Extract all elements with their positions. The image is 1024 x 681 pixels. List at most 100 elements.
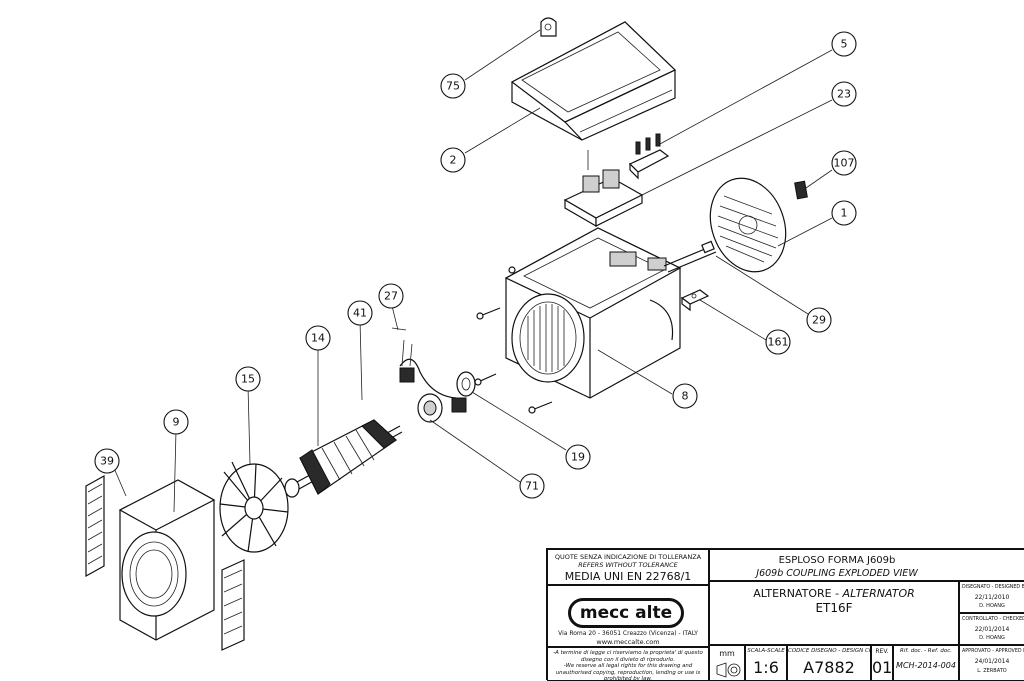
svg-text:23: 23 <box>837 88 851 101</box>
tolerance-cell: QUOTE SENZA INDICAZIONE DI TOLLERANZA RE… <box>547 549 709 585</box>
drawing-title-en: J609b COUPLING EXPLODED VIEW <box>756 568 918 579</box>
balloon-41: 41 <box>347 300 373 326</box>
svg-text:75: 75 <box>446 80 460 93</box>
checked-date: 22/01/2014 <box>974 626 1010 633</box>
checked-by: D. HOANG <box>979 635 1005 641</box>
part-name-cell: ALTERNATORE - ALTERNATOR ET16F <box>709 581 959 645</box>
balloon-2: 2 <box>440 147 466 173</box>
terminal-board <box>628 133 670 180</box>
stator-housing <box>504 227 682 399</box>
svg-text:29: 29 <box>812 314 826 327</box>
designed-cell: DISEGNATO - DESIGNED BY 22/11/2010 D. HO… <box>959 581 1024 613</box>
tie-rod-bolts <box>663 240 717 273</box>
code-cell: CODICE DISEGNO - DESIGN CODE A7882 <box>787 645 871 681</box>
balloon-23: 23 <box>831 81 857 107</box>
balloon-19: 19 <box>565 444 591 470</box>
balloon-5: 5 <box>831 31 857 57</box>
ref-value: MCH-2014-004 <box>896 661 956 670</box>
balloon-14: 14 <box>305 325 331 351</box>
balloon-71: 71 <box>519 473 545 499</box>
designed-date: 22/11/2010 <box>974 594 1010 601</box>
ref-cell: Rif. doc. - Ref. doc. MCH-2014-004 <box>893 645 959 681</box>
svg-text:2: 2 <box>450 154 457 167</box>
balloon-29: 29 <box>806 307 832 333</box>
approved-date: 24/01/2014 <box>974 658 1010 665</box>
grille-clip <box>794 180 808 200</box>
balloon-15: 15 <box>235 366 261 392</box>
balloon-75: 75 <box>440 73 466 99</box>
svg-text:8: 8 <box>682 390 689 403</box>
checked-cell: CONTROLLATO - CHECKED BY 22/01/2014 D. H… <box>959 613 1024 645</box>
designed-label: DISEGNATO - DESIGNED BY <box>962 585 1024 590</box>
tolerance-note-it: QUOTE SENZA INDICAZIONE DI TOLLERANZA <box>554 553 702 561</box>
balloon-39: 39 <box>94 448 120 474</box>
copyright-en: -We reserve all legal rights for this dr… <box>555 663 701 681</box>
part-name-en: ALTERNATOR <box>842 587 915 600</box>
balloon-9: 9 <box>163 409 189 435</box>
checked-label: CONTROLLATO - CHECKED BY <box>962 617 1024 622</box>
svg-text:19: 19 <box>571 451 585 464</box>
projection-symbol-icon <box>716 662 741 678</box>
svg-text:107: 107 <box>834 157 855 170</box>
svg-text:14: 14 <box>311 332 325 345</box>
unit: mm <box>719 649 735 658</box>
balloon-161: 161 <box>765 329 791 355</box>
model-name: ET16F <box>815 601 853 615</box>
copyright-cell: -A termine di legge ci riserviamo la pro… <box>547 647 709 681</box>
rotor <box>284 419 403 498</box>
approved-label: APPROVATO - APPROVED BY <box>962 649 1024 654</box>
svg-text:41: 41 <box>353 307 367 320</box>
company-address: Via Roma 20 - 36051 Creazzo (Vicenza) - … <box>558 630 698 637</box>
svg-text:27: 27 <box>384 290 398 303</box>
scale-value: 1:6 <box>753 658 779 677</box>
side-grille-left <box>85 474 105 578</box>
cover-tab <box>540 17 557 37</box>
front-flange <box>118 479 216 641</box>
svg-text:71: 71 <box>525 480 539 493</box>
bracket-161 <box>680 289 710 312</box>
part-name-it: ALTERNATORE <box>753 587 832 600</box>
rev-label: REV. <box>875 648 889 655</box>
svg-text:9: 9 <box>173 416 180 429</box>
company-logo: mecc alte <box>568 598 684 628</box>
leader-lines <box>113 29 833 513</box>
tolerance-standard: MEDIA UNI EN 22768/1 <box>564 570 692 583</box>
balloon-1: 1 <box>831 200 857 226</box>
rear-grille <box>709 177 787 273</box>
balloon-27: 27 <box>378 283 404 309</box>
svg-text:39: 39 <box>100 455 114 468</box>
rev-value: 01 <box>872 658 893 677</box>
tolerance-note-en: REFERS WITHOUT TOLERANCE <box>578 561 678 569</box>
approved-cell: APPROVATO - APPROVED BY 24/01/2014 L. ZE… <box>959 645 1024 681</box>
code-value: A7882 <box>803 658 855 677</box>
part-name-separator: - <box>831 587 843 600</box>
bearing <box>456 371 476 397</box>
code-label: CODICE DISEGNO - DESIGN CODE <box>788 648 870 654</box>
drawing-title-cell: ESPLOSO FORMA J609b J609b COUPLING EXPLO… <box>709 549 1024 581</box>
scale-label: SCALA-SCALE <box>747 648 785 654</box>
fan <box>219 461 289 553</box>
part-name: ALTERNATORE - ALTERNATOR <box>710 587 958 600</box>
company-website: www.meccalte.com <box>596 638 660 646</box>
svg-text:161: 161 <box>768 336 789 349</box>
rev-cell: REV. 01 <box>871 645 893 681</box>
unit-cell: mm <box>709 645 745 681</box>
regulator-board <box>563 150 644 228</box>
logo-cell: mecc alte Via Roma 20 - 36051 Creazzo (V… <box>547 585 709 647</box>
balloon-8: 8 <box>672 383 698 409</box>
designed-by: D. HOANG <box>979 603 1005 609</box>
terminal-box-cover <box>510 21 677 141</box>
title-block: QUOTE SENZA INDICAZIONE DI TOLLERANZA RE… <box>546 548 1024 681</box>
ref-label: Rif. doc. - Ref. doc. <box>900 648 952 654</box>
housing-screws <box>474 266 553 414</box>
svg-text:1: 1 <box>841 207 848 220</box>
scale-cell: SCALA-SCALE 1:6 <box>745 645 787 681</box>
drawing-title-it: ESPLOSO FORMA J609b <box>778 555 896 566</box>
svg-text:5: 5 <box>841 38 848 51</box>
svg-text:15: 15 <box>241 373 255 386</box>
exciter-stator <box>417 393 467 423</box>
wiring-harness <box>391 327 457 399</box>
balloon-107: 107 <box>831 150 857 176</box>
logo-text: mecc alte <box>579 603 673 623</box>
